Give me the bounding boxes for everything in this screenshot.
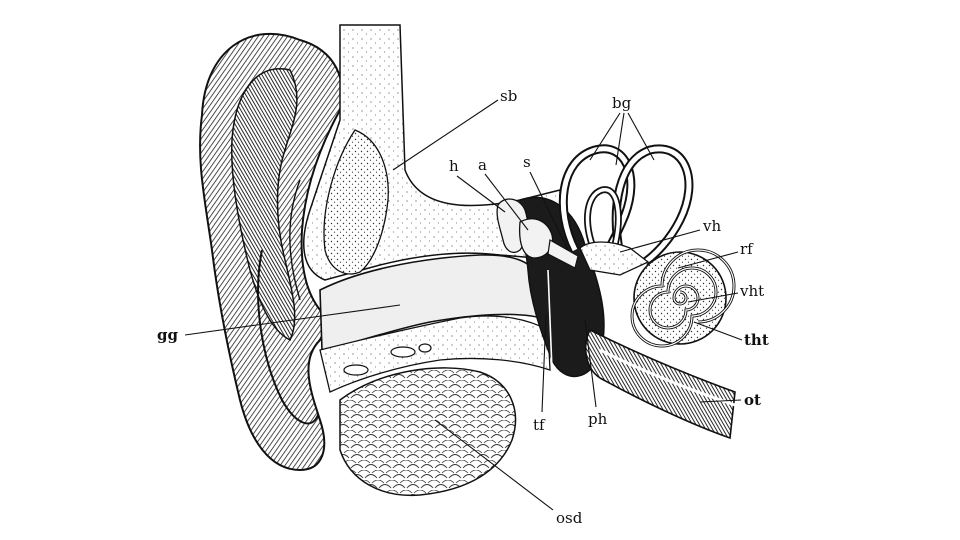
label-a: a: [478, 156, 487, 174]
leader-bg-1: [589, 112, 621, 161]
leader-tht: [693, 321, 743, 341]
auricle: [199, 32, 344, 472]
eustachian-tube: [584, 328, 736, 440]
leader-gg: [184, 304, 401, 336]
label-gg: gg: [157, 326, 178, 344]
label-ph: ph: [588, 410, 608, 428]
leader-vh: [619, 229, 701, 253]
leader-a: [484, 173, 529, 231]
leader-h: [456, 175, 506, 213]
leader-vht: [687, 292, 739, 303]
label-vh: vh: [702, 217, 721, 235]
ossicles: [496, 198, 579, 269]
leader-lines: [184, 99, 743, 511]
leader-osd: [434, 419, 554, 511]
labels: sb bg h a s vh rf vht tht gg ot tf ph os…: [157, 87, 769, 527]
label-s: s: [523, 153, 531, 171]
mastoid-region: [339, 367, 517, 497]
leader-bg-3: [627, 112, 655, 161]
label-sb: sb: [500, 87, 517, 105]
label-tf: tf: [533, 416, 546, 434]
leader-ot: [699, 399, 742, 403]
label-osd: osd: [556, 509, 583, 527]
label-bg: bg: [612, 94, 632, 112]
leader-bg-2: [615, 112, 625, 166]
label-h: h: [449, 157, 459, 175]
label-tht: tht: [744, 331, 769, 349]
leader-ph: [584, 319, 597, 408]
label-vht: vht: [739, 282, 764, 300]
leader-s: [529, 171, 569, 251]
cochlea: [630, 248, 736, 348]
leader-sb: [392, 99, 499, 171]
label-ot: ot: [744, 391, 761, 409]
leader-tf: [541, 314, 547, 413]
leader-rf: [677, 251, 739, 269]
semicircular-canals: [558, 144, 694, 276]
label-rf: rf: [740, 240, 754, 258]
temporal-bone: [303, 24, 561, 281]
